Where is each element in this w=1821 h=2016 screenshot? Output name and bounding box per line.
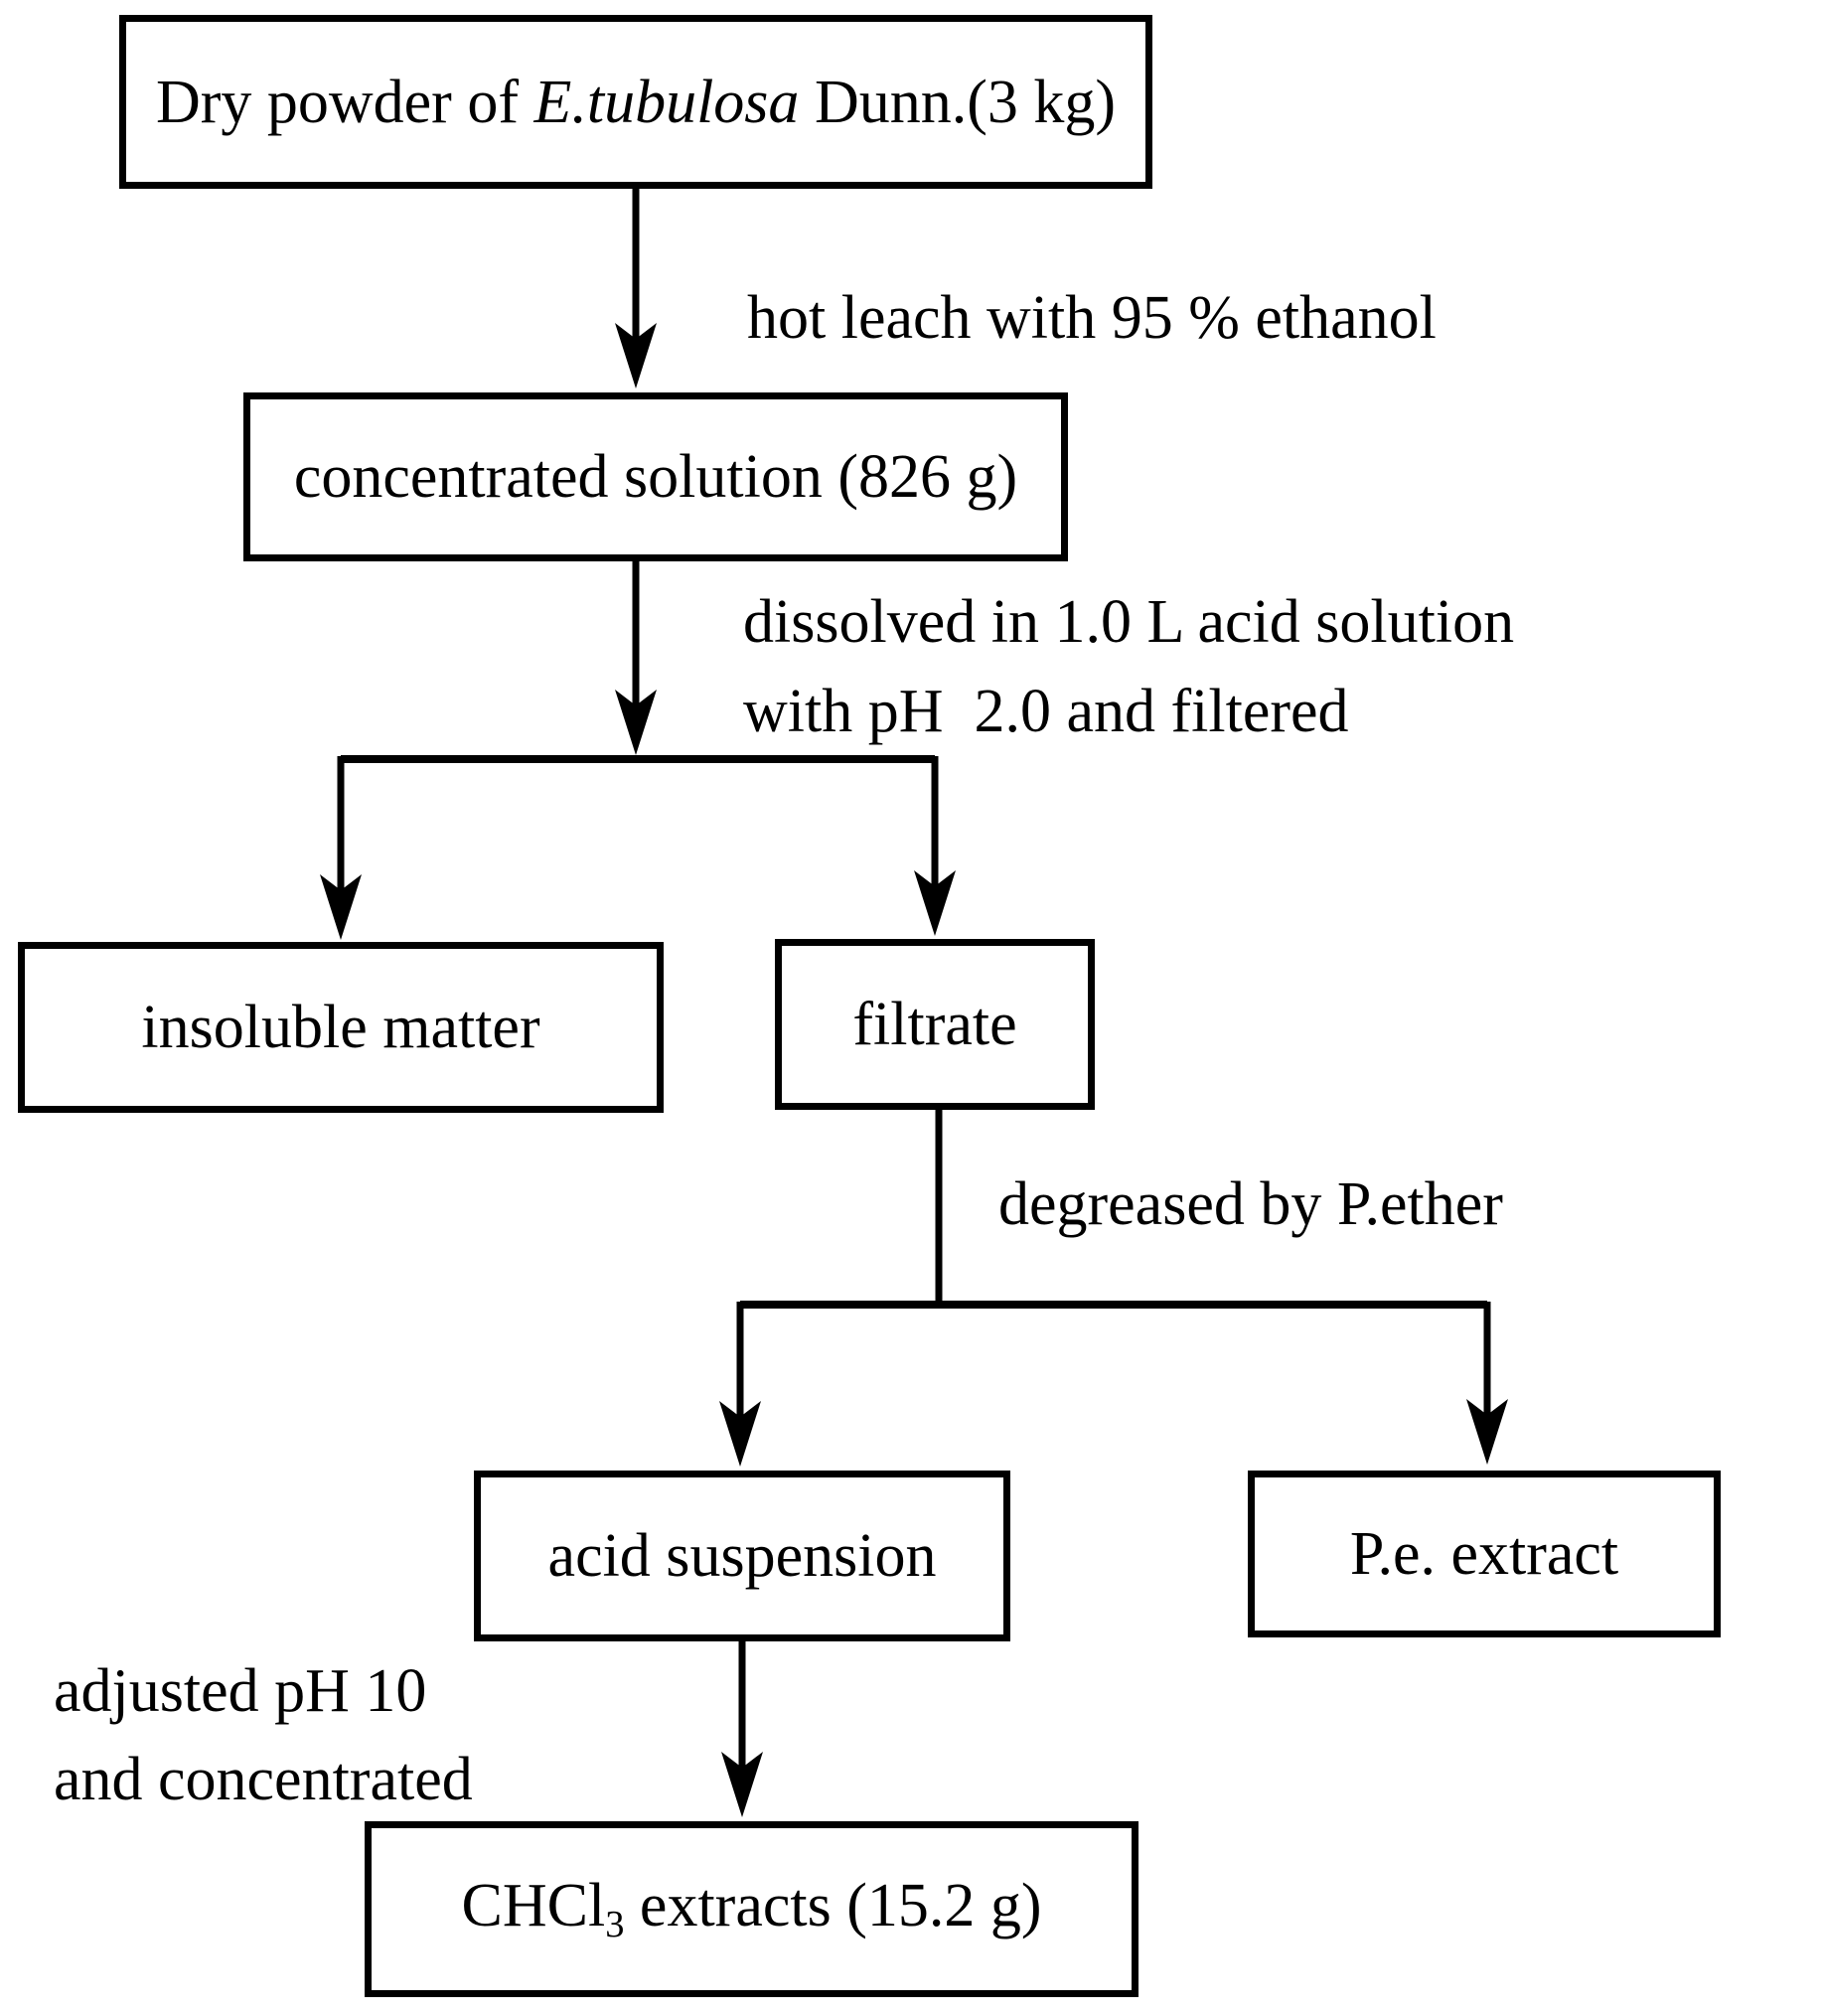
node-filtrate-label: filtrate <box>852 991 1017 1058</box>
node-concentrated-solution: concentrated solution (826 g) <box>243 392 1068 561</box>
node-pe-extract-label: P.e. extract <box>1349 1520 1619 1588</box>
node-chcl3-extracts-label: CHCl3 extracts (15.2 g) <box>461 1871 1042 1945</box>
node-chcl3-extracts: CHCl3 extracts (15.2 g) <box>365 1821 1138 1997</box>
arrowhead-split1-to-filtrate <box>914 870 956 936</box>
edge-label-adjusted-line2: and concentrated <box>54 1746 473 1813</box>
node-insoluble-matter-label: insoluble matter <box>141 994 540 1061</box>
arrowhead-split2-to-pe <box>1466 1399 1508 1465</box>
edge-label-dissolved-line2: with pH 2.0 and filtered <box>743 678 1349 745</box>
node-pe-extract: P.e. extract <box>1248 1471 1721 1637</box>
node-dry-powder-label: Dry powder of E.tubulosa Dunn.(3 kg) <box>155 68 1117 136</box>
edge-label-degreased: degreased by P.ether <box>998 1170 1503 1238</box>
arrowhead-concentrated-to-split <box>615 690 657 755</box>
arrowhead-acid-to-chcl3 <box>721 1752 763 1817</box>
arrowhead-split2-to-acid <box>719 1401 761 1467</box>
species-name-italic: E.tubulosa <box>533 68 800 136</box>
edge-label-dissolved-line1: dissolved in 1.0 L acid solution <box>743 588 1515 656</box>
arrowhead-split1-to-insoluble <box>320 874 362 940</box>
node-acid-suspension: acid suspension <box>474 1471 1010 1641</box>
edge-label-hot-leach: hot leach with 95 % ethanol <box>747 284 1437 352</box>
node-dry-powder: Dry powder of E.tubulosa Dunn.(3 kg) <box>119 15 1152 189</box>
edge-label-adjusted-line1: adjusted pH 10 <box>54 1657 427 1725</box>
chcl3-subscript: 3 <box>605 1903 625 1945</box>
node-filtrate: filtrate <box>775 939 1095 1110</box>
node-acid-suspension-label: acid suspension <box>547 1522 937 1590</box>
arrowhead-dry-to-concentrated <box>615 323 657 388</box>
node-concentrated-solution-label: concentrated solution (826 g) <box>293 443 1018 511</box>
node-insoluble-matter: insoluble matter <box>18 942 664 1113</box>
